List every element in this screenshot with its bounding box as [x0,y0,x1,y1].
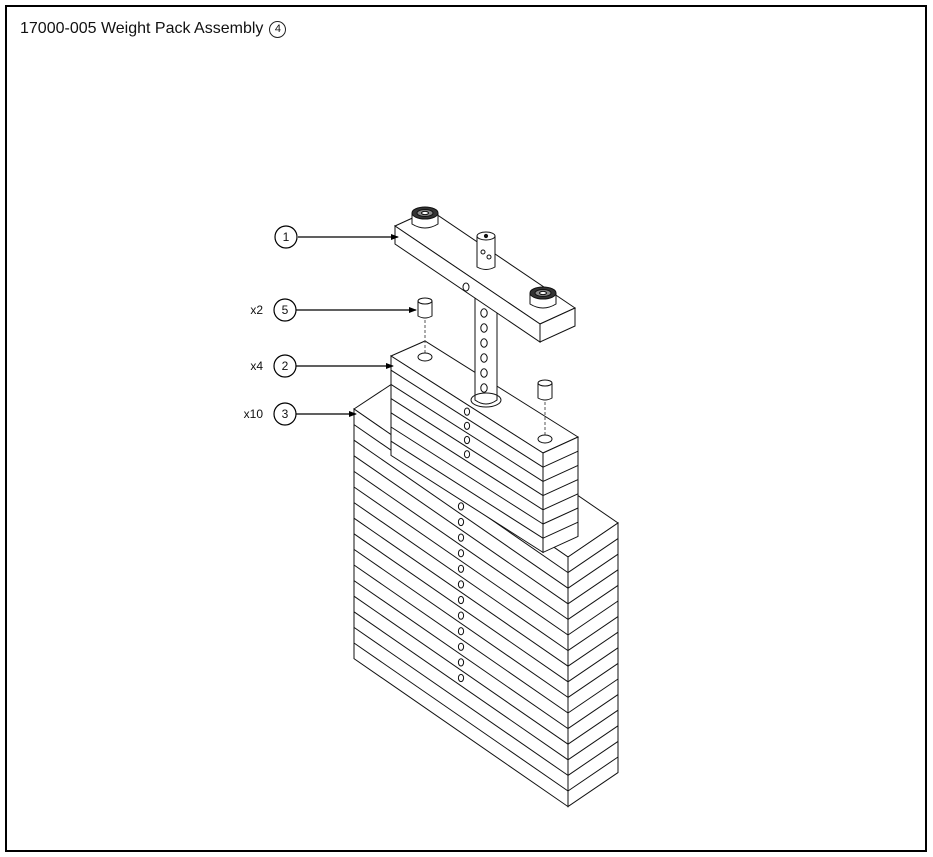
callout-5-circle [273,298,297,322]
callout-5-number: 5 [282,303,289,317]
top-plate-bushing-left [411,206,439,229]
callout-1-number: 1 [283,230,290,244]
callout-2-qty: x4 [250,359,263,373]
callout-3-number: 3 [282,407,289,421]
callout-5-qty: x2 [250,303,263,317]
callout-1-circle [274,225,298,249]
callout-1: 1 [274,225,298,249]
callout-2-circle [273,354,297,378]
top-post [476,231,496,270]
title-badge: 4 [269,20,287,38]
callout-3-qty: x10 [244,407,264,421]
title-text: 17000-005 Weight Pack Assembly [20,20,264,37]
callout-3-circle [273,402,297,426]
callout-3: x10 3 [244,402,297,426]
callout-5: x2 5 [250,298,297,322]
callout-leaders [296,234,417,417]
drawing-title: 17000-005 Weight Pack Assembly 4 [20,20,287,38]
callout-2: x4 2 [250,354,297,378]
guide-bushing-left [417,297,433,362]
selector-rod [470,297,502,408]
callout-2-number: 2 [282,359,289,373]
guide-bushing-right [537,379,553,444]
top-plate-bushing-right [529,286,557,309]
